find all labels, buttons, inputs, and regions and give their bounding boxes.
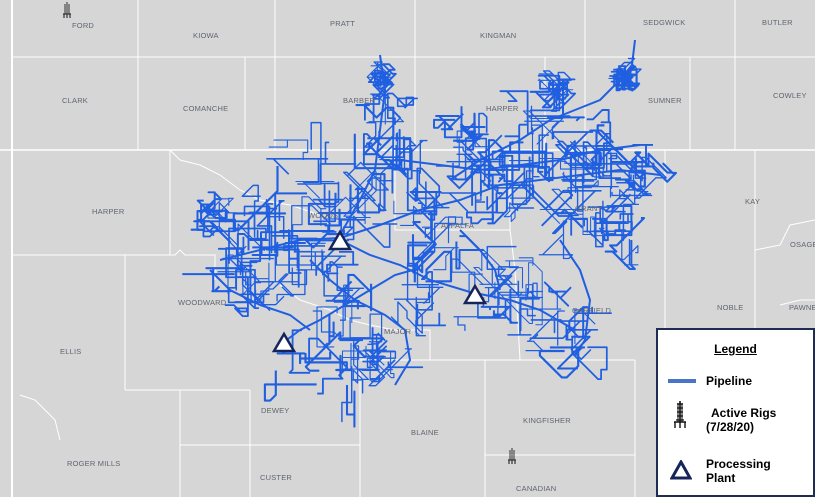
county-label-kiowa: KIOWA [193, 31, 219, 40]
processing-plant-marker[interactable] [271, 331, 297, 353]
rig-legend-icon [674, 401, 686, 428]
county-label-sedgwick: SEDGWICK [643, 18, 686, 27]
county-label-sumner: SUMNER [648, 96, 682, 105]
county-label-major: MAJOR [384, 327, 412, 336]
county-label-osage: OSAGE [790, 240, 815, 249]
county-label-grant: GRANT [575, 204, 603, 213]
legend-panel: Legend Pipeline Active Rigs (7/28/20) Pr… [656, 328, 815, 497]
county-label-kingman: KINGMAN [480, 31, 517, 40]
county-label-ford: FORD [72, 21, 95, 30]
county-label-clark: CLARK [62, 96, 89, 105]
county-label-cowley: COWLEY [773, 91, 807, 100]
county-label-kay: KAY [745, 197, 761, 206]
county-label-barber: BARBER [343, 96, 376, 105]
county-label-comanche: COMANCHE [183, 104, 229, 113]
county-label-custer: CUSTER [260, 473, 293, 482]
legend-title: Legend [714, 342, 757, 356]
county-label-roger-mills: ROGER MILLS [67, 459, 121, 468]
pipeline-legend-icon [668, 379, 696, 383]
legend-rigs-label: Active Rigs (7/28/20) [706, 406, 777, 434]
county-label-noble: NOBLE [717, 303, 744, 312]
county-label-harper: HARPER [92, 207, 125, 216]
county-label-kingfisher: KINGFISHER [523, 416, 571, 425]
county-label-alfalfa: ALFALFA [441, 221, 475, 230]
county-label-woodward: WOODWARD [178, 298, 227, 307]
county-label-dewey: DEWEY [261, 406, 290, 415]
processing-plant-marker[interactable] [462, 283, 488, 305]
county-label-harper: HARPER [486, 104, 519, 113]
legend-plant-label: Processing Plant [706, 457, 771, 485]
county-label-garfield: GARFIELD [572, 306, 612, 315]
legend-pipeline-label: Pipeline [706, 374, 753, 388]
county-label-ellis: ELLIS [60, 347, 82, 356]
county-label-pratt: PRATT [330, 19, 356, 28]
county-label-blaine: BLAINE [411, 428, 439, 437]
county-label-butler: BUTLER [762, 18, 793, 27]
county-label-woods: WOODS [308, 211, 339, 220]
county-label-canadian: CANADIAN [516, 484, 557, 493]
processing-plant-marker[interactable] [327, 229, 353, 251]
plant-legend-icon [670, 460, 692, 480]
